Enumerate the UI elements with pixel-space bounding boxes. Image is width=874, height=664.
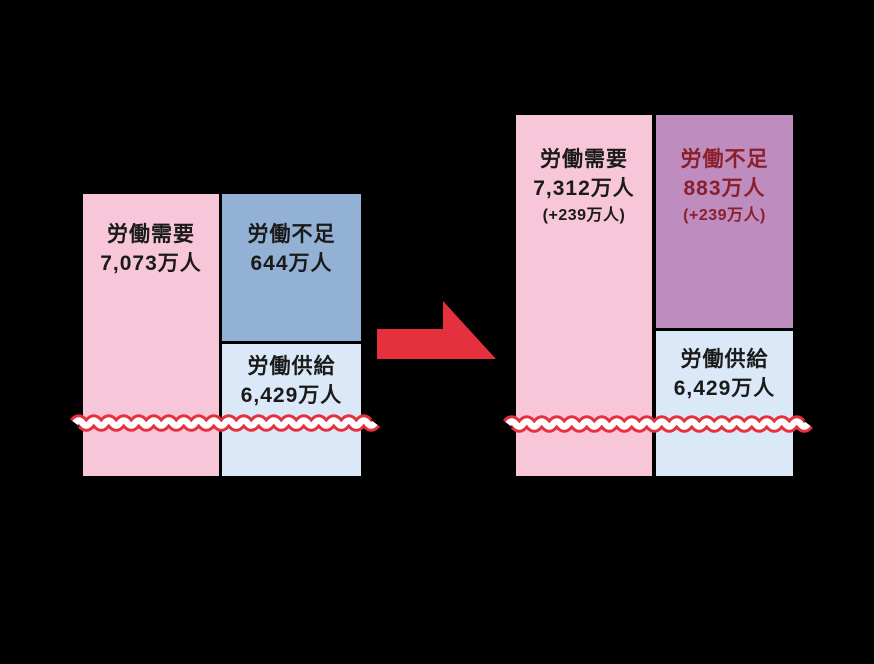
right-shortage-delta: (+239万人): [683, 207, 766, 224]
right-shortage-label: 労働不足: [680, 148, 769, 171]
left-supply-label: 労働供給: [247, 355, 336, 378]
right-shortage-value: 883万人: [683, 177, 766, 200]
axis-break-wave-left: [70, 414, 380, 432]
right-demand-value: 7,312万人: [533, 177, 635, 200]
left-shortage-bar: 労働不足 644万人: [222, 194, 361, 341]
right-demand-delta: (+239万人): [542, 207, 626, 224]
left-shortage-label: 労働不足: [247, 223, 336, 246]
left-supply-value: 6,429万人: [240, 384, 343, 407]
right-supply-value: 6,429万人: [673, 377, 776, 400]
left-demand-bar: 労働需要 7,073万人: [83, 194, 219, 476]
left-shortage-value: 644万人: [250, 252, 333, 275]
left-demand-label: 労働需要: [107, 223, 195, 246]
arrow-right-icon: [377, 301, 496, 359]
right-shortage-bar: 労働不足 883万人 (+239万人): [656, 115, 793, 328]
left-demand-value: 7,073万人: [100, 252, 202, 275]
right-supply-bar: 労働供給 6,429万人: [656, 331, 793, 476]
left-supply-bar: 労働供給 6,429万人: [222, 344, 361, 476]
right-demand-label: 労働需要: [540, 148, 628, 171]
right-supply-label: 労働供給: [680, 348, 769, 371]
axis-break-wave-right: [503, 415, 813, 433]
